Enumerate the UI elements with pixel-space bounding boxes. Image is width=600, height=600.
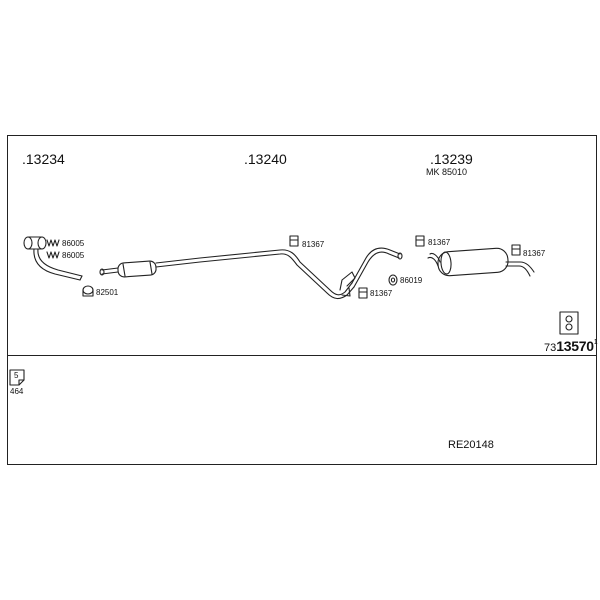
mounting-kit-label: MK 85010 — [426, 167, 468, 177]
catalog-prefix: 73 — [544, 342, 557, 354]
reference-code: RE20148 — [448, 439, 494, 451]
hanger-81367-mid-bottom — [358, 287, 368, 299]
code-hanger-ring: 86019 — [400, 276, 423, 285]
hanger-81367-rear-left — [415, 235, 425, 247]
hanger-86019 — [388, 274, 398, 286]
catalog-main: 13570 — [556, 338, 594, 354]
rear-connecting-pipe — [351, 247, 403, 288]
code-hanger-rear-right: 81367 — [523, 249, 546, 258]
spring-86005-top — [46, 239, 60, 247]
code-hanger-rear-left: 81367 — [428, 238, 451, 247]
clamp-82501 — [82, 285, 94, 297]
front-pipe — [23, 236, 83, 281]
code-spring-top: 86005 — [62, 239, 85, 248]
hanger-81367-mid-top — [289, 235, 299, 247]
catalog-number: 73135701 — [544, 339, 598, 355]
section-divider — [7, 355, 597, 356]
code-spring-bottom: 86005 — [62, 251, 85, 260]
code-hanger-mid-top: 81367 — [302, 240, 325, 249]
code-hanger-mid-bottom: 81367 — [370, 289, 393, 298]
part-number-middle: .13240 — [244, 151, 287, 167]
note-icon — [9, 369, 25, 386]
info-icon — [559, 311, 579, 335]
diagram-frame — [7, 135, 597, 465]
catalog-suffix: 1 — [593, 339, 598, 346]
spring-86005-bottom — [46, 251, 60, 259]
code-clamp: 82501 — [96, 288, 119, 297]
part-number-rear: .13239 — [430, 151, 473, 167]
rear-silencer — [427, 247, 535, 277]
part-number-front: .13234 — [22, 151, 65, 167]
note-top: 5 — [14, 371, 19, 380]
bracket — [339, 271, 356, 297]
middle-pipe — [99, 249, 355, 300]
hanger-81367-rear-right — [511, 244, 521, 256]
note-bottom: 464 — [10, 387, 24, 396]
